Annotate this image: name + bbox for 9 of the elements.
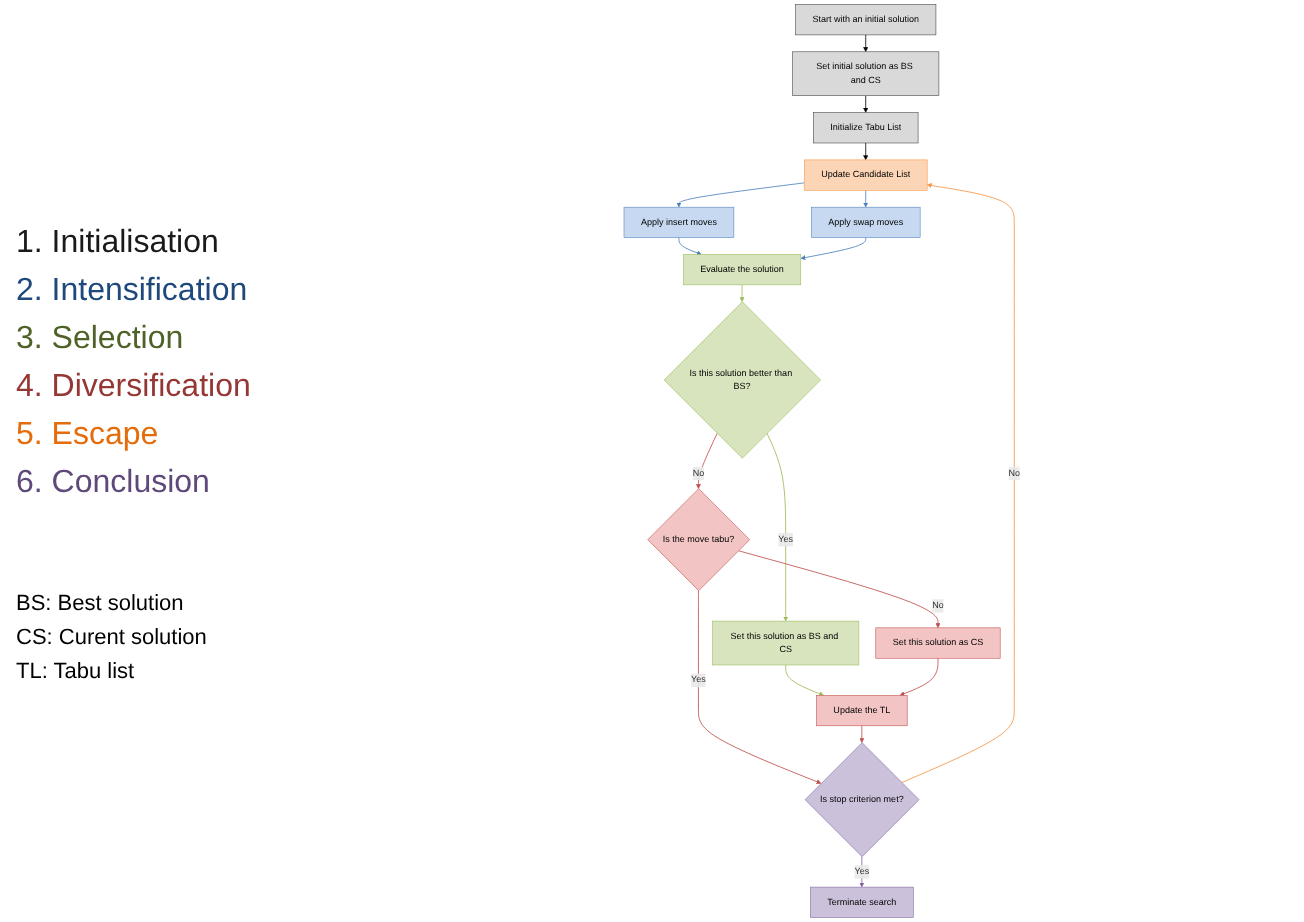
- legend-entry: 4. Diversification: [16, 368, 253, 408]
- legend-entry: 5. Escape: [16, 416, 161, 456]
- legend-entry: 2. Intensification: [16, 272, 250, 312]
- abbreviation-note: CS: Curent solution: [16, 624, 209, 654]
- legend-entry: 3. Selection: [16, 320, 186, 360]
- legend-entry: 1. Initialisation: [16, 224, 221, 264]
- abbreviation-note: TL: Tabu list: [16, 658, 137, 688]
- legend-entry: 6. Conclusion: [16, 464, 212, 504]
- abbreviation-note: BS: Best solution: [16, 590, 186, 620]
